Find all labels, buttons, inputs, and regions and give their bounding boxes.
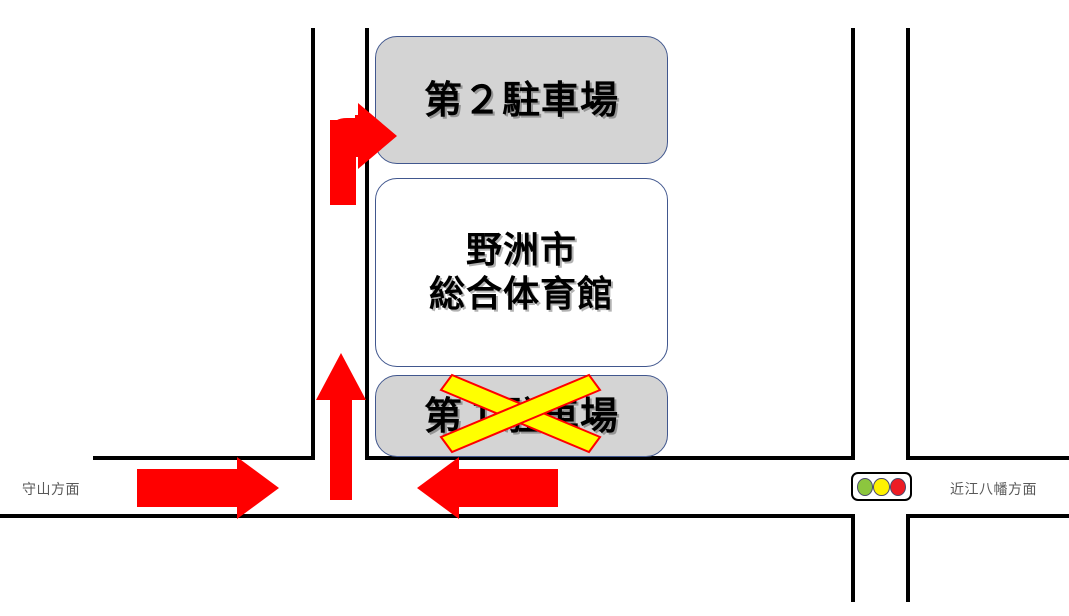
- road-horizontal-south-edge-east: [906, 514, 1069, 518]
- road-left-vertical-east-edge: [365, 28, 369, 459]
- facility-gymnasium[interactable]: 野洲市 総合体育館: [375, 178, 668, 367]
- road-right-vertical-west-edge-lower: [851, 514, 855, 602]
- arrow-up-north: [316, 353, 366, 500]
- traffic-light-green-lamp: [857, 477, 874, 496]
- direction-label-west: 守山方面: [22, 482, 80, 498]
- road-right-vertical-east-edge-upper: [906, 28, 910, 459]
- road-horizontal-south-edge-west: [0, 514, 855, 518]
- facility-parking-lot-2[interactable]: 第２駐車場: [375, 36, 668, 164]
- facility-parking-lot-1-label: 第１駐車場: [423, 393, 619, 438]
- traffic-light: [851, 472, 912, 501]
- facility-gymnasium-label-line2: 総合体育館: [428, 273, 614, 315]
- arrow-east-from-moriyama: [137, 457, 279, 519]
- road-right-vertical-west-edge-upper: [851, 28, 855, 459]
- road-horizontal-north-edge-center: [365, 456, 855, 460]
- facility-parking-lot-2-label: 第２駐車場: [423, 77, 619, 122]
- arrow-west-from-omihachiman: [417, 457, 558, 519]
- road-horizontal-north-edge-east: [906, 456, 1069, 460]
- facility-parking-lot-1[interactable]: 第１駐車場: [375, 375, 668, 457]
- direction-label-east: 近江八幡方面: [950, 482, 1037, 498]
- road-horizontal-north-edge-west: [93, 456, 315, 460]
- road-left-vertical-west-edge: [311, 28, 315, 459]
- traffic-light-red-lamp: [889, 477, 906, 496]
- facility-gymnasium-label-line1: 野洲市: [465, 229, 577, 271]
- traffic-light-yellow-lamp: [873, 477, 890, 496]
- road-right-vertical-east-edge-lower: [906, 514, 910, 602]
